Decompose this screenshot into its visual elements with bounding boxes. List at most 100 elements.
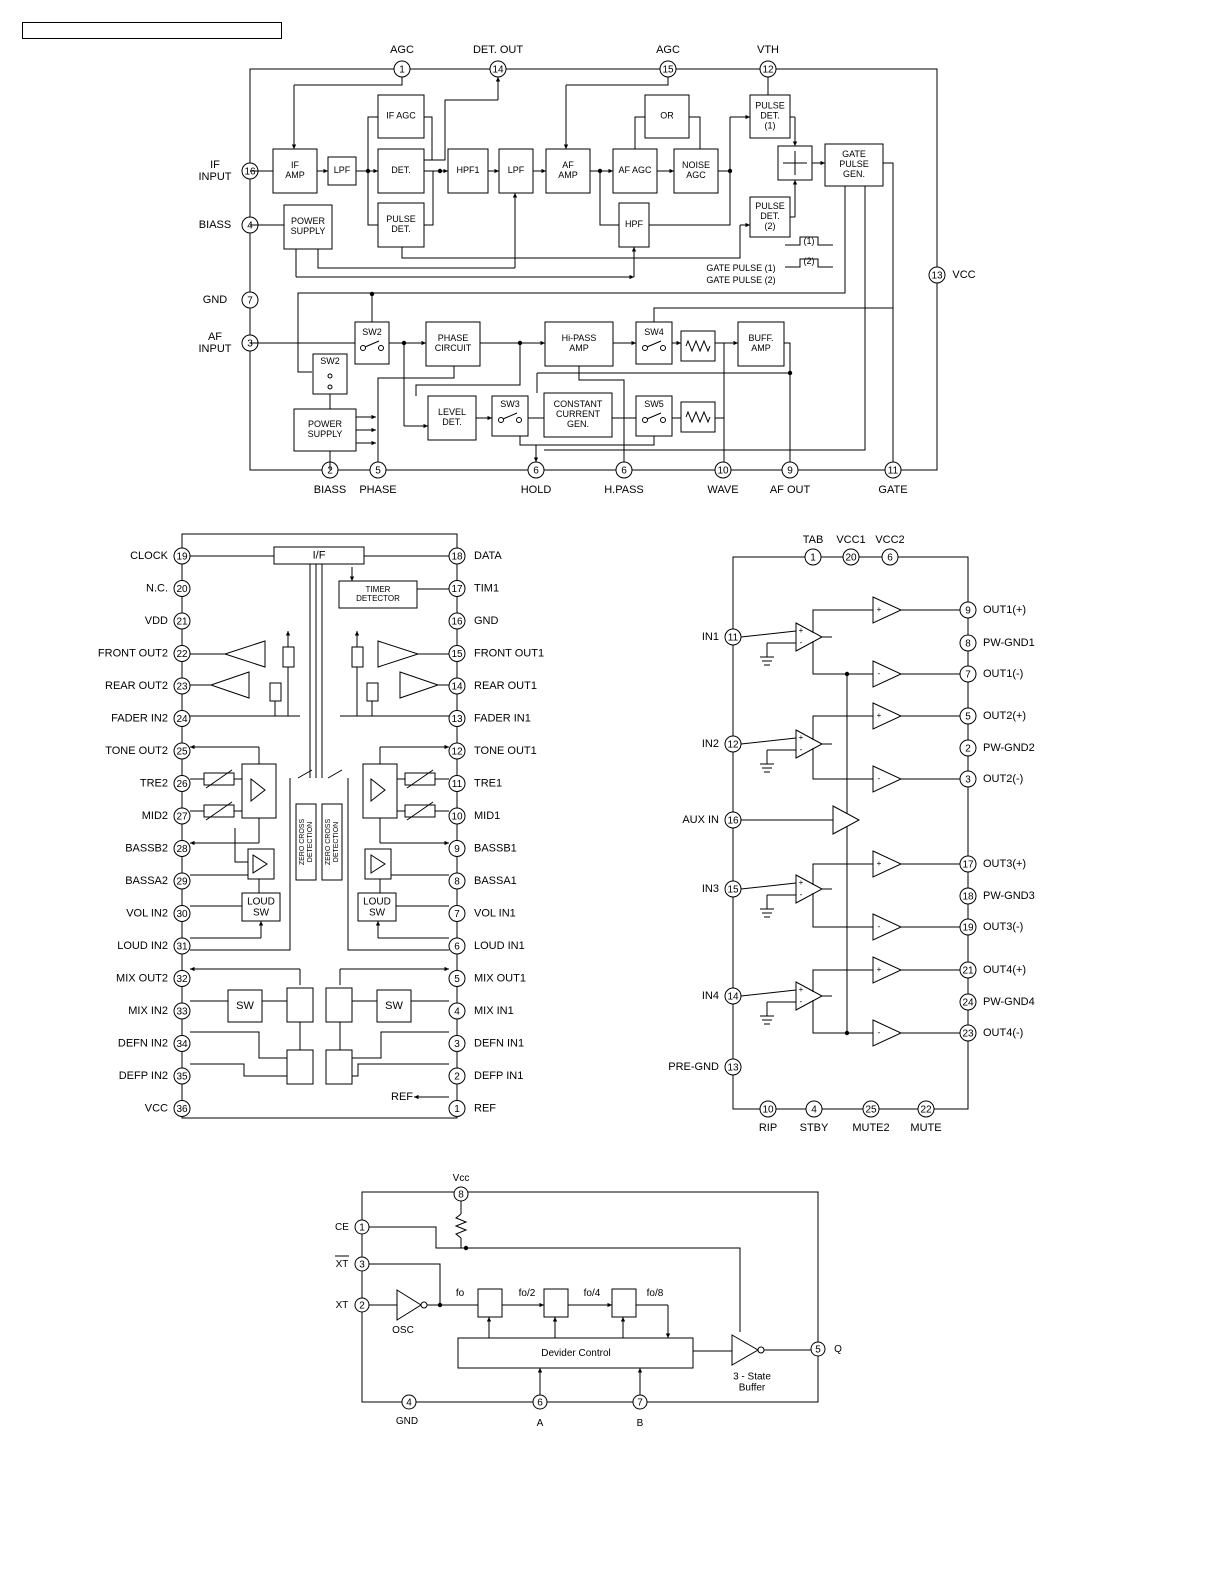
d3-power-amp-plus: [872, 702, 903, 730]
d3-bottom-label: STBY: [800, 1122, 829, 1134]
d2-left-pin-number: 27: [176, 811, 188, 822]
wire: [327, 769, 343, 779]
d4-divider-ff2: [543, 1288, 569, 1318]
arrowhead: [190, 744, 195, 750]
d2-sw-left-label: SW: [236, 1000, 254, 1012]
wire: [205, 801, 233, 821]
d4-gnd-pin-number: 4: [406, 1397, 412, 1408]
d1-right-pin-number: 13: [931, 270, 943, 281]
wire: [634, 116, 645, 149]
d1-left-label: GND: [203, 294, 228, 306]
d1-lpf2-label: LPF: [508, 165, 525, 175]
arrowhead: [414, 1094, 419, 1100]
d2-right-pin: [448, 1067, 466, 1085]
d3-preamp: [795, 874, 824, 904]
d2-right-pin: [448, 872, 466, 890]
d1-hpf1-label: HPF1: [456, 165, 479, 175]
d1-power-supply2: [293, 408, 357, 452]
wire: [599, 171, 619, 226]
d2-right-pin: [448, 710, 466, 727]
d1-top-pin-number: 14: [492, 64, 504, 75]
d1-bottom-label: PHASE: [359, 484, 396, 496]
d2-left-label: REAR OUT2: [105, 680, 168, 692]
d1-level-det: [427, 395, 477, 441]
d1-sw2b-label: SW2: [320, 356, 340, 366]
d1-sw4-contact: [660, 345, 666, 351]
d2-left-label: TRE2: [140, 777, 168, 789]
d3-right-pin-number: 2: [965, 743, 971, 754]
wire: [740, 630, 797, 638]
d2-vol-resistor-r2: [366, 682, 379, 702]
wire: [812, 641, 873, 675]
d4-b-pin-number: 7: [637, 1397, 643, 1408]
d3-bottom-label: MUTE2: [852, 1122, 889, 1134]
d3-chip-outline: [732, 556, 969, 1110]
arrowhead: [620, 1317, 626, 1322]
d2-left-pin-number: 25: [176, 746, 188, 757]
arrowhead: [494, 168, 499, 174]
d2-right-label: DEFN IN1: [474, 1037, 524, 1049]
d1-pulse-det2: [749, 196, 791, 238]
d1-sw3-contact: [516, 417, 522, 423]
d1-af-amp: [545, 148, 591, 194]
d1-bottom-pin-number: 5: [375, 465, 381, 476]
d2-left-pin-number: 30: [176, 909, 188, 920]
d1-or: [644, 94, 690, 139]
d1-sw4-contact: [642, 345, 648, 351]
d4-q-pin: [810, 1341, 826, 1357]
d1-pulse1-waveform: [785, 236, 833, 246]
d1-resistor-icon: [685, 410, 711, 424]
d2-left-pin: [173, 742, 191, 760]
wire: [190, 778, 291, 951]
arrowhead: [443, 168, 448, 174]
d1-sw2a-contact: [378, 345, 384, 351]
wire: [740, 737, 797, 745]
d2-left-label: DEFN IN2: [118, 1037, 168, 1049]
d2-right-pin: [448, 970, 466, 987]
d2-left-pin: [173, 677, 191, 695]
d2-left-pin-number: 31: [176, 941, 188, 952]
wire: [297, 186, 846, 373]
d2-left-pin-number: 35: [176, 1071, 188, 1082]
arrowhead: [487, 415, 492, 421]
d3-right-pin-number: 18: [962, 891, 974, 902]
d2-right-label: LOUD IN1: [474, 940, 525, 952]
d3-left-pin-number: 12: [727, 739, 739, 750]
d2-left-pin-number: 22: [176, 649, 188, 660]
d1-lpf2: [498, 148, 534, 194]
d1-bottom-pin-number: 6: [533, 465, 539, 476]
arrowhead: [745, 222, 750, 228]
d3-right-pin-number: 21: [962, 965, 974, 976]
arrowhead: [373, 168, 378, 174]
wire: [536, 436, 655, 446]
d2-left-pin: [173, 1002, 191, 1020]
d1-sw5-blade: [646, 412, 662, 420]
d2-right-label: MIX OUT1: [474, 972, 526, 984]
d1-if-amp: [272, 148, 318, 194]
d4-vcc-pin-number: 8: [458, 1189, 464, 1200]
d1-af-agc-label: AF AGC: [618, 165, 652, 175]
d1-left-pin-number: 4: [247, 220, 253, 231]
d2-right-pin-number: 15: [451, 649, 463, 660]
d2-tone-amp: [250, 777, 266, 803]
wire: [367, 171, 378, 226]
arrowhead: [820, 160, 825, 166]
d2-right-label: DEFP IN1: [474, 1070, 523, 1082]
d1-power-supply1: [283, 204, 333, 250]
d3-plus-sign: +: [799, 733, 804, 742]
arrowhead: [354, 631, 360, 636]
d1-top-label: DET. OUT: [473, 44, 523, 56]
junction-dot: [844, 1030, 850, 1036]
d3-bottom-label: RIP: [759, 1122, 777, 1134]
d1-gate-pulse1-legend: GATE PULSE (1): [706, 263, 775, 273]
d1-pulse1-label: (1): [804, 236, 815, 246]
d2-right-pin-number: 3: [454, 1039, 460, 1050]
wire: [234, 828, 248, 863]
d2-right-pin: [448, 905, 466, 922]
wire: [415, 343, 521, 396]
d2-sw-left: [227, 989, 263, 1023]
d2-left-label: VOL IN2: [126, 907, 168, 919]
